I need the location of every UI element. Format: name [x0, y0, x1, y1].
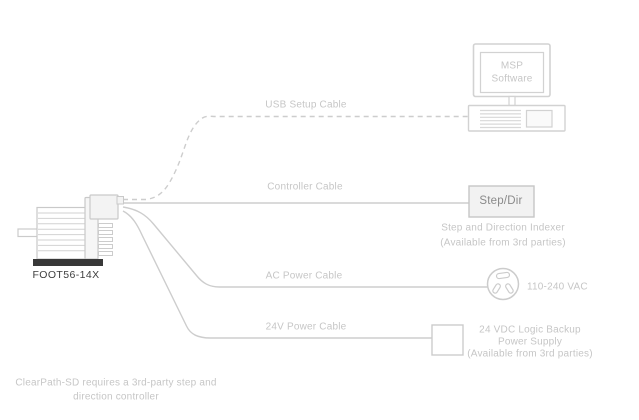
ac-power-cable-line: [122, 206, 488, 288]
motor-cable-tab: [116, 196, 124, 205]
computer-icon: [467, 43, 566, 132]
step-dir-box: [468, 185, 535, 218]
motor-connector-ports: [98, 223, 113, 256]
monitor-screen: [479, 51, 545, 94]
power-supply-box: [431, 324, 464, 356]
outlet-left-slot: [492, 283, 501, 294]
outlet-ground-slot: [495, 271, 511, 280]
msp-software-label-line2: Software: [491, 73, 533, 85]
footnote-line1: ClearPath-SD requires a 3rd-party step a…: [15, 377, 217, 389]
indexer-caption-line2: (Available from 3rd parties): [440, 237, 566, 249]
indexer-caption-line1: Step and Direction Indexer: [441, 222, 565, 234]
case-vents: [480, 109, 521, 129]
motor-model-label: FOOT56-14X: [32, 269, 100, 281]
motor-shaft: [17, 228, 39, 238]
usb-cable-label: USB Setup Cable: [265, 99, 347, 111]
monitor-stand: [508, 95, 516, 107]
motor-icon: [17, 194, 124, 266]
dc-cable-label: 24V Power Cable: [265, 321, 347, 333]
controller-cable-label: Controller Cable: [267, 181, 343, 193]
usb-setup-cable-line: [123, 115, 468, 201]
ac-cable-label: AC Power Cable: [265, 270, 343, 282]
ac-voltage-label: 110-240 VAC: [527, 281, 588, 293]
step-dir-label: Step/Dir: [479, 195, 523, 207]
disk-drive: [525, 109, 553, 128]
motor-fins: [38, 212, 86, 252]
psu-caption-line2: Power Supply: [497, 336, 563, 348]
outlet-right-slot: [505, 283, 514, 294]
footnote-line2: direction controller: [73, 391, 159, 403]
psu-caption-line1: 24 VDC Logic Backup: [479, 324, 581, 336]
motor-foot-base: [33, 259, 103, 266]
motor-connector-block: [89, 194, 119, 220]
dc-power-cable-line: [122, 210, 432, 339]
msp-software-label-line1: MSP: [500, 60, 524, 72]
psu-caption-line3: (Available from 3rd parties): [467, 348, 593, 360]
ac-outlet-icon: [486, 267, 520, 301]
